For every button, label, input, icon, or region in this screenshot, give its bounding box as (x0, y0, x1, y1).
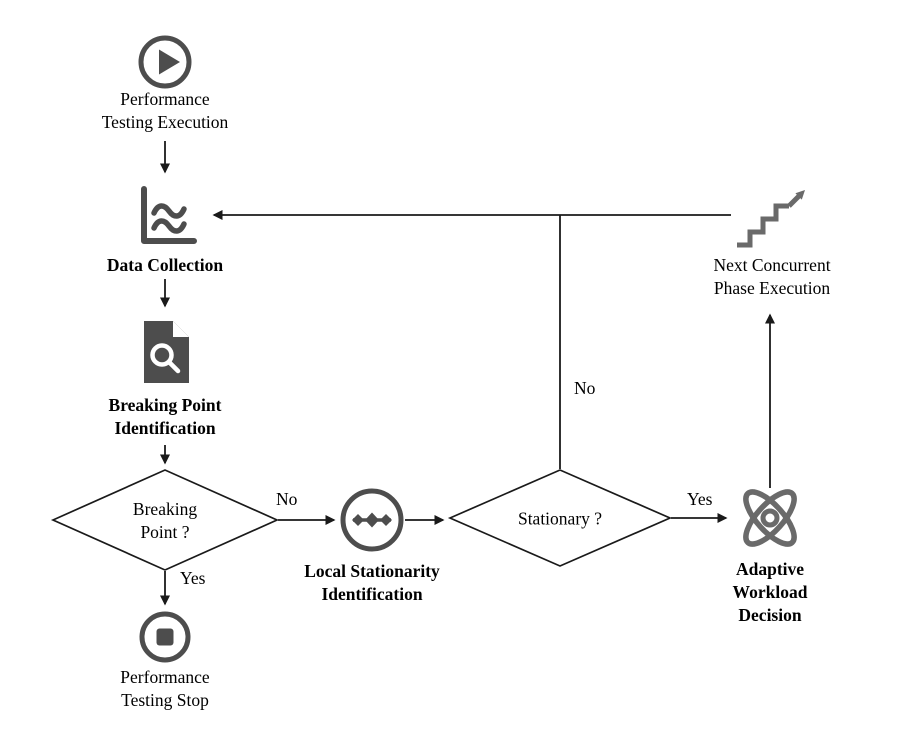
label-performance-testing-stop: Performance Testing Stop (120, 667, 210, 711)
atom-orbit-2 (743, 489, 797, 547)
label-breaking-point-decision: Breaking Point ? (132, 498, 198, 542)
label-breaking-point-identification: Breaking Point Identification (108, 395, 222, 439)
magnifier-handle (166, 359, 181, 374)
document-fold (173, 321, 189, 337)
label-next-concurrent-phase-execution: Next Concurrent Phase Execution (713, 255, 831, 299)
edge-label-stationary-no: No (574, 378, 596, 398)
label-performance-testing-execution: Performance Testing Execution (101, 89, 229, 133)
magnifier-lens (150, 343, 174, 367)
stairs-steps (737, 203, 789, 248)
edges (160, 141, 775, 606)
label-local-stationarity-identification: Local Stationarity Identification (304, 561, 440, 605)
label-data-collection: Data Collection (106, 255, 224, 275)
stairs-arrowhead (795, 190, 805, 200)
label-stationary-decision: Stationary ? (517, 508, 603, 529)
atom-icon (743, 489, 797, 547)
atom-orbit-1 (743, 489, 797, 547)
chart-axes (141, 186, 197, 244)
stairs-arrow-shaft (787, 194, 801, 208)
chart-waves-icon (141, 186, 197, 244)
play-icon-circle (138, 35, 192, 89)
stationarity-icon-circle (340, 488, 404, 552)
document-search-icon (144, 321, 189, 383)
edge-label-stationary-yes: Yes (687, 489, 713, 509)
chart-wave-bottom (151, 218, 187, 234)
play-icon (138, 35, 192, 89)
stop-icon-square (156, 628, 174, 646)
diamonds-circle-icon (340, 488, 404, 552)
stationarity-diamond-mid (365, 512, 379, 528)
play-icon-triangle (159, 49, 180, 75)
stop-icon-circle (139, 611, 191, 663)
label-adaptive-workload-decision: Adaptive Workload Decision (732, 559, 808, 626)
stationarity-diamond-right (380, 514, 392, 526)
stairs-arrow-icon (737, 190, 805, 248)
atom-nucleus (760, 508, 780, 528)
edge-label-breaking-point-no: No (276, 489, 298, 509)
stop-icon (139, 611, 191, 663)
stationarity-diamond-left (352, 514, 364, 526)
edge-label-breaking-point-yes: Yes (180, 568, 206, 588)
chart-wave-top (151, 203, 187, 219)
